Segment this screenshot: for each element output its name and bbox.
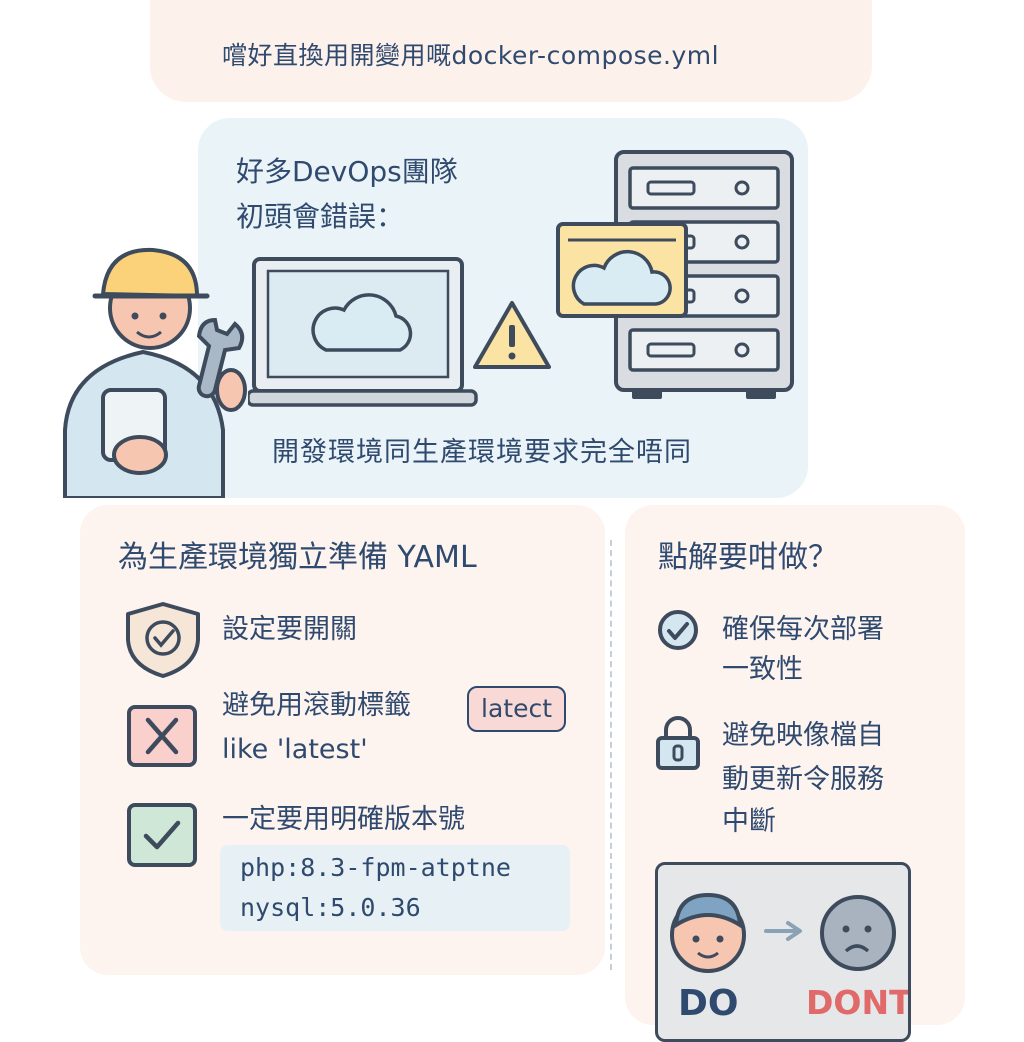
do-label: DO bbox=[678, 983, 739, 1024]
laptop-icon bbox=[248, 257, 478, 407]
scene-caption: 開發環境同生產環境要求完全唔同 bbox=[272, 437, 692, 468]
panel-divider bbox=[610, 540, 612, 970]
x-box-icon bbox=[127, 705, 197, 767]
sad-face-icon bbox=[820, 895, 896, 971]
check-circle-icon bbox=[658, 610, 698, 650]
do-dont-panel: DO DONT bbox=[655, 862, 911, 1042]
code-line-mysql: nysql:5.0.36 bbox=[240, 893, 421, 922]
left-panel-heading: 為生產環境獨立準備 YAML bbox=[118, 540, 477, 575]
page-title-graphic bbox=[210, 0, 710, 8]
page-subtitle: 嚐好直換用開變用嘅docker-compose.yml bbox=[222, 41, 720, 70]
latest-tag-badge: latect bbox=[467, 686, 566, 732]
right-panel-heading: 點解要咁做？ bbox=[658, 540, 838, 575]
code-line-php: php:8.3-fpm-atptne bbox=[240, 853, 511, 882]
code-block: php:8.3-fpm-atptne nysql:5.0.36 bbox=[220, 845, 570, 931]
engineer-illustration bbox=[63, 247, 247, 498]
right-item-2-line1: 避免映像檔自 bbox=[722, 720, 884, 751]
cloud-window-icon bbox=[556, 222, 688, 318]
header-card bbox=[150, 0, 872, 102]
left-item-2-text-line2: like 'latest' bbox=[222, 734, 368, 765]
warning-icon bbox=[473, 301, 551, 369]
right-item-1-line1: 確保每次部署 bbox=[722, 614, 884, 645]
arrow-right-icon bbox=[764, 921, 802, 941]
intro-text-line2: 初頭會錯誤： bbox=[236, 200, 405, 233]
lock-icon bbox=[656, 716, 700, 770]
check-box-icon bbox=[127, 803, 197, 867]
right-item-2-line2: 動更新令服務 bbox=[722, 764, 884, 795]
left-item-1-text: 設定要開關 bbox=[222, 614, 357, 645]
right-item-1-line2: 一致性 bbox=[722, 654, 803, 685]
left-item-2-text-line1: 避免用滾動標籤 bbox=[222, 690, 411, 721]
shield-check-icon bbox=[126, 602, 200, 678]
right-item-2-line3: 中斷 bbox=[722, 806, 776, 837]
happy-face-icon bbox=[670, 892, 746, 973]
left-item-3-text: 一定要用明確版本號 bbox=[222, 804, 465, 835]
intro-text-line1: 好多DevOps團隊 bbox=[236, 155, 458, 188]
dont-label: DONT bbox=[806, 983, 911, 1022]
